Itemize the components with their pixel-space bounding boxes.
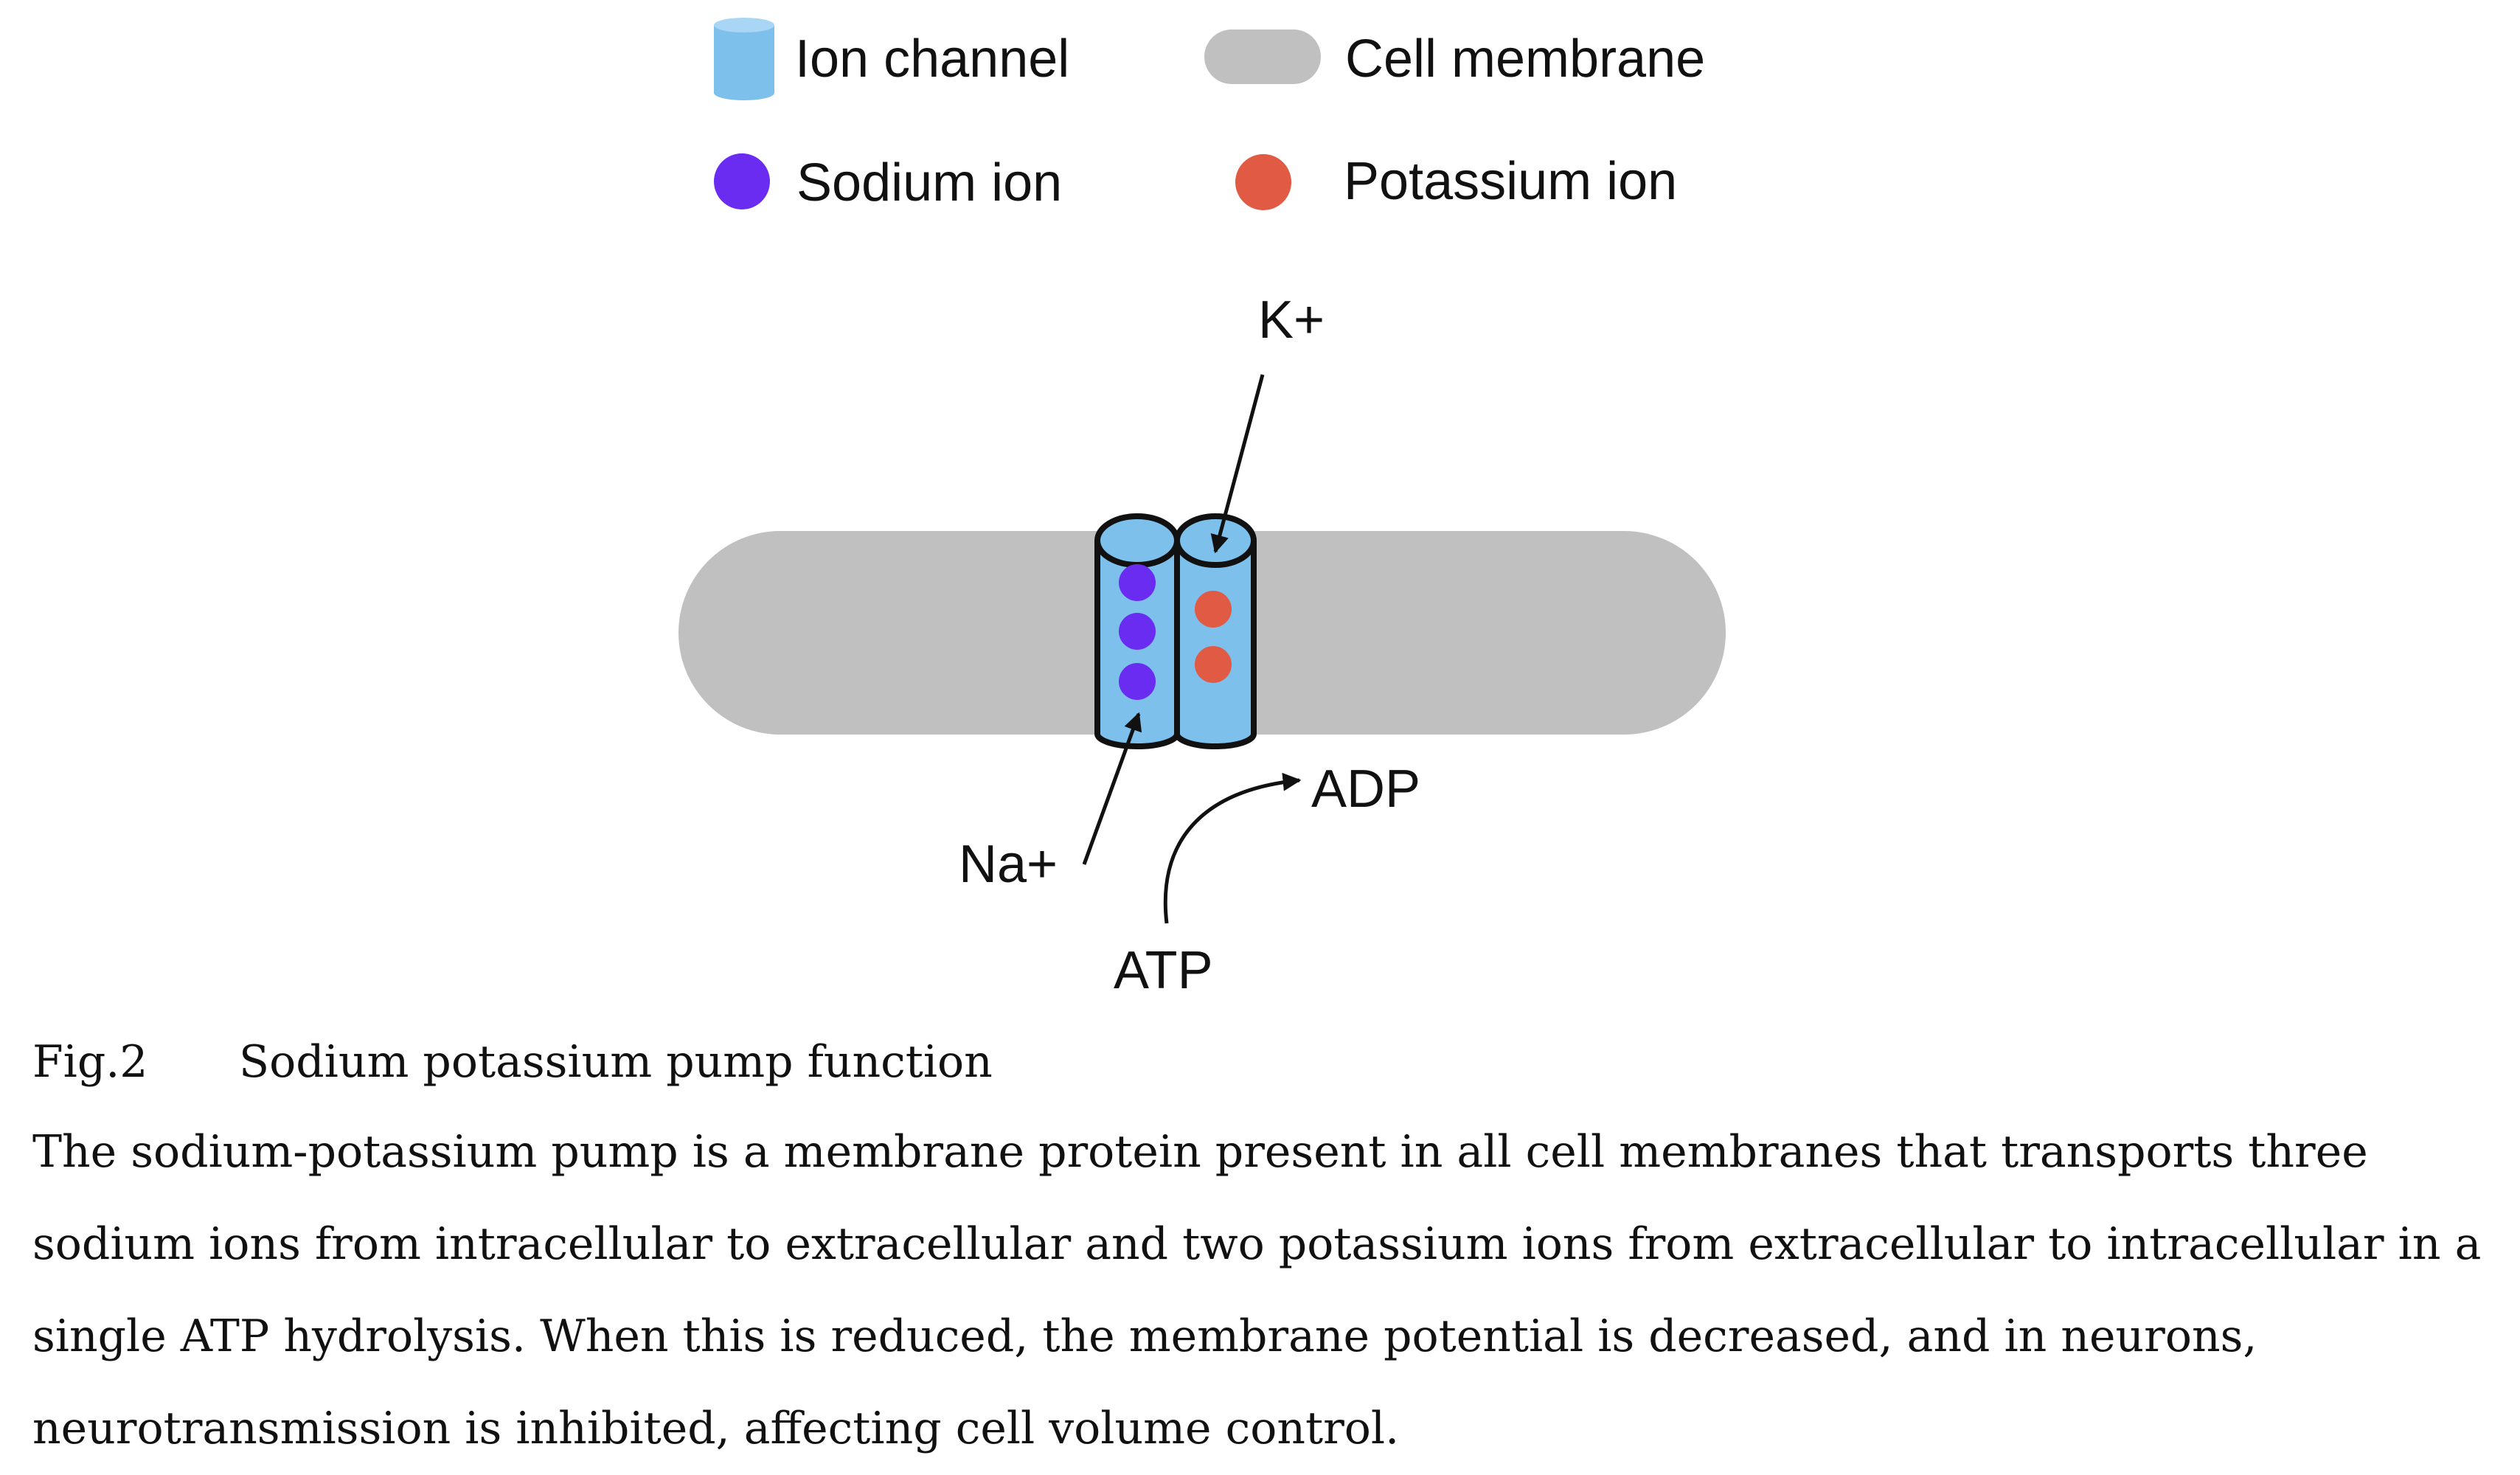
potassium-ion-legend-icon (1235, 154, 1291, 210)
sodium-ion (1119, 663, 1156, 700)
adp-label: ADP (1311, 760, 1420, 819)
figure-number: Fig.2 (32, 1036, 148, 1088)
potassium-ion (1195, 591, 1232, 628)
legend: Ion channel Cell membrane Sodium ion Pot… (714, 18, 1705, 212)
potassium-ion (1195, 646, 1232, 683)
k-plus-label: K+ (1258, 291, 1325, 350)
figure-title: Sodium potassium pump function (239, 1036, 993, 1088)
ion-channel-legend-icon (714, 18, 774, 100)
sodium-outflow-arrow (1082, 712, 1142, 865)
na-plus-label: Na+ (959, 835, 1058, 894)
sodium-ion (1119, 613, 1156, 650)
sodium-ion-legend-label: Sodium ion (796, 153, 1062, 212)
ion-channel-legend-label: Ion channel (795, 30, 1069, 88)
figure-title-line: Fig.2 Sodium potassium pump function (32, 1018, 2496, 1106)
figure-description: The sodium-potassium pump is a membrane … (32, 1126, 2482, 1454)
figure-caption: Fig.2 Sodium potassium pump function The … (32, 1018, 2496, 1475)
potassium-inflow-arrow (1210, 374, 1265, 554)
atp-to-adp-arrow (1163, 772, 1302, 924)
cell-membrane-legend-icon (1204, 30, 1321, 84)
sodium-ion-legend-icon (714, 153, 770, 209)
potassium-ion-legend-label: Potassium ion (1344, 152, 1677, 211)
atp-label: ATP (1114, 941, 1213, 1000)
sodium-ion (1119, 564, 1156, 601)
cell-membrane-legend-label: Cell membrane (1345, 30, 1705, 88)
